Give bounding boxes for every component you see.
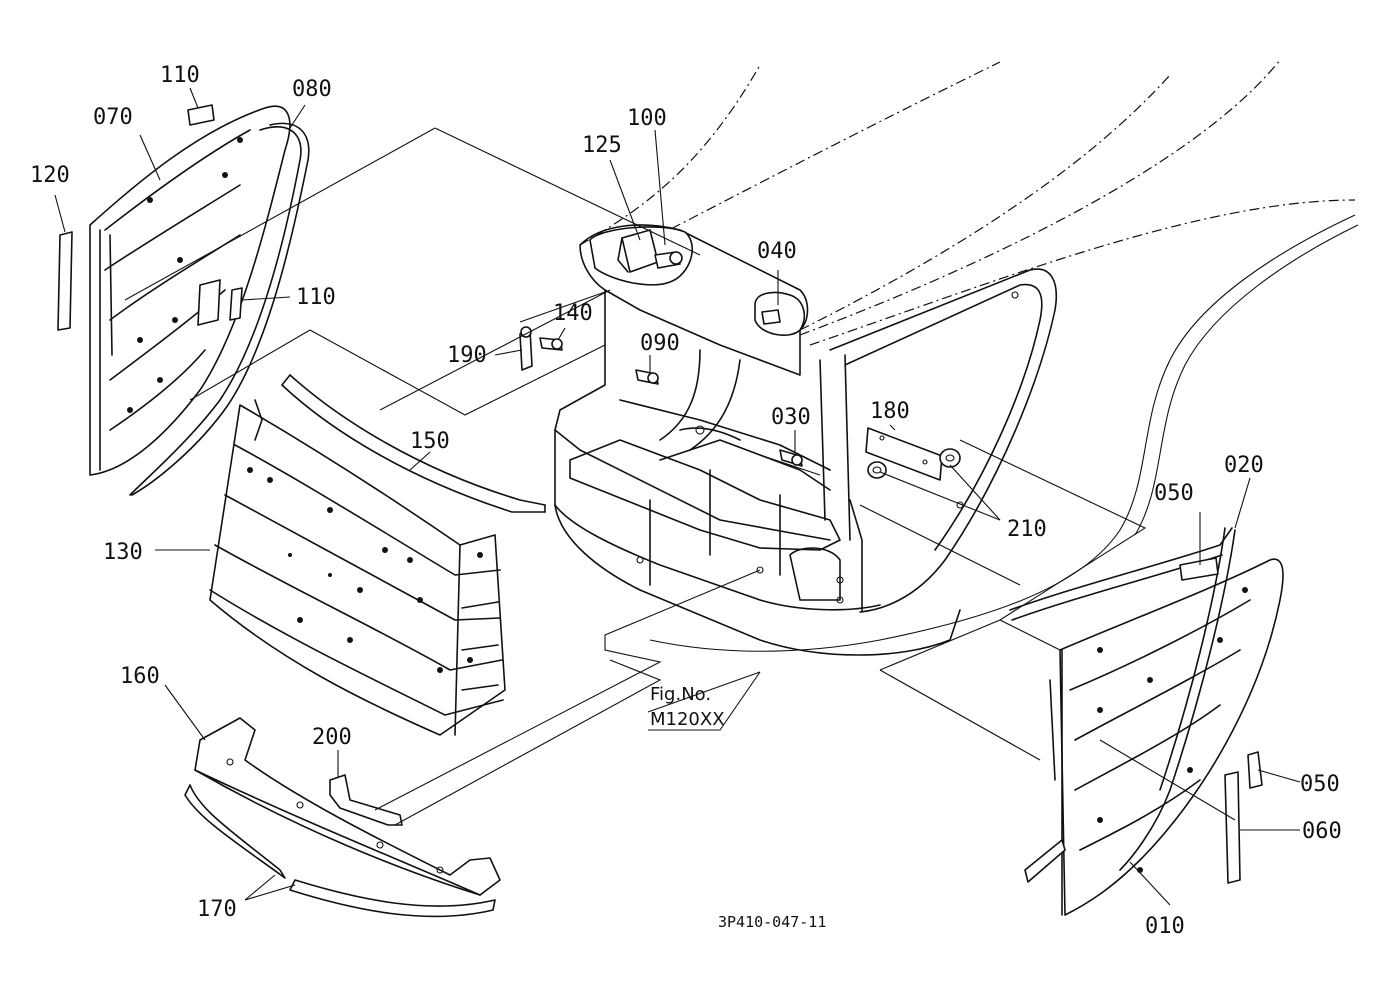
callout-120: 120 [30,163,70,188]
callout-020: 020 [1224,453,1264,478]
callout-040: 040 [757,239,797,264]
callout-050-bottom: 050 [1300,772,1340,797]
callout-190: 190 [447,343,487,368]
part-190-pin [519,326,533,371]
figure-reference: Fig.No. M120XX [650,684,725,730]
callout-180: 180 [870,399,910,424]
part-130-front-grille [209,399,506,736]
callout-090: 090 [640,331,680,356]
leader-lines [54,87,1301,906]
part-090-bolt [635,369,659,385]
callout-200: 200 [312,725,352,750]
callout-130: 130 [103,540,143,565]
left-side-panel [57,104,310,496]
callout-030: 030 [771,405,811,430]
part-160-lower-bracket [194,717,501,896]
part-150-seal [281,374,546,513]
callout-150: 150 [410,429,450,454]
callout-100: 100 [627,106,667,131]
drawing-number: 3P410-047-11 [718,913,826,931]
callout-125: 125 [582,133,622,158]
callout-110-mid: 110 [296,285,336,310]
front-frame-assembly [554,224,1057,656]
part-030-bolt [779,449,803,467]
part-170-strips [184,784,496,918]
part-210-nuts [867,448,961,479]
part-180-plate [865,427,943,481]
callout-160: 160 [120,664,160,689]
figure-reference-line1: Fig.No. [650,684,711,705]
part-140-bolt [539,337,563,351]
right-side-panel [1009,527,1284,916]
callout-labels: 110 070 080 120 110 125 100 040 140 190 … [30,63,1342,939]
callout-210: 210 [1007,517,1047,542]
hood-outline [579,59,1359,652]
callout-070: 070 [93,105,133,130]
part-100-bolt [654,251,683,269]
part-200-bracket [329,774,403,826]
callout-050-top: 050 [1154,481,1194,506]
alignment-guides [124,127,1236,826]
callout-140: 140 [553,301,593,326]
callout-010: 010 [1145,914,1185,939]
callout-080: 080 [292,77,332,102]
part-040-cap [754,291,806,336]
callout-110-top: 110 [160,63,200,88]
figure-reference-line2: M120XX [650,709,725,730]
callout-170: 170 [197,897,237,922]
callout-060: 060 [1302,819,1342,844]
